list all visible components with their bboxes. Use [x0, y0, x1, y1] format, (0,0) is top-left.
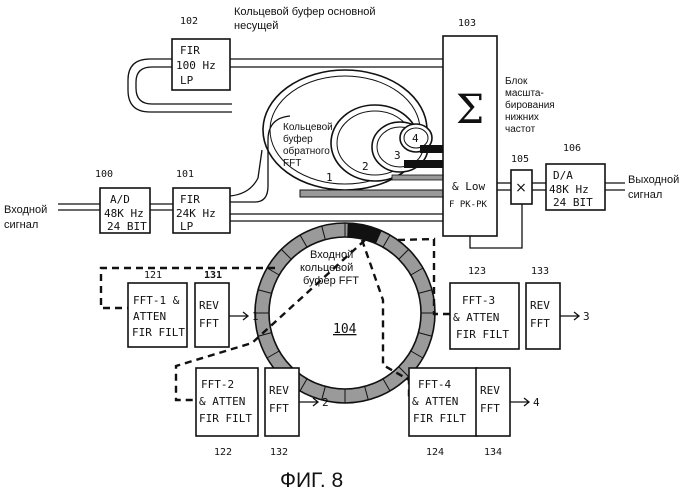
fir100-label-2: 100 Hz — [176, 59, 216, 72]
fft3-label-3: FIR FILT — [456, 328, 509, 341]
input-fft-buffer-label-3: буфер FFT — [303, 275, 359, 287]
fft4-label-1: FFT-4 — [418, 378, 451, 391]
rev1-ref: 131 — [204, 270, 222, 281]
input-signal-label-1: Входной — [4, 204, 47, 216]
main-carrier-buffer-label-1: Кольцевой буфер основной — [234, 6, 376, 18]
rev2-label-1: REV — [269, 384, 289, 397]
dac-label-1: D/A — [553, 169, 573, 182]
rev3-label-1: REV — [530, 299, 550, 312]
adc-label-1: A/D — [110, 193, 130, 206]
rev2-output: 2 — [322, 396, 329, 409]
scaling-block-label-1: Блок — [505, 76, 528, 87]
rev1-block — [195, 283, 229, 347]
fft2-label-2: & ATTEN — [199, 395, 245, 408]
fir100-ref: 102 — [180, 16, 198, 27]
rev3-ref: 133 — [531, 266, 549, 277]
fft1-label-3: FIR FILT — [132, 326, 185, 339]
fir100-label-3: LP — [180, 74, 194, 87]
rev4-label-2: FFT — [480, 402, 500, 415]
output-signal-label-1: Выходной — [628, 174, 679, 186]
inverse-fft-buffer-label-1: Кольцевой — [283, 122, 333, 133]
scaling-block-label-5: частот — [505, 124, 536, 135]
fir24k-label-3: LP — [180, 220, 194, 233]
rev4-ref: 134 — [484, 447, 502, 458]
multiplier-ref: 105 — [511, 154, 529, 165]
fir24k-label-2: 24K Hz — [176, 207, 216, 220]
input-signal-label-2: сигнал — [4, 219, 38, 231]
rev1-output: 1 — [252, 310, 259, 323]
rev3-block — [526, 283, 560, 349]
fir24k-label-1: FIR — [180, 193, 200, 206]
ring-3-output-bar — [404, 160, 443, 168]
rev3-label-2: FFT — [530, 317, 550, 330]
fft3-label-1: FFT-3 — [462, 294, 495, 307]
rev1-label-1: REV — [199, 299, 219, 312]
inverse-fft-buffer-label-4: FFT — [283, 158, 301, 169]
fft3-ref: 123 — [468, 266, 486, 277]
summer-label-2: F PK-PK — [449, 200, 488, 210]
ring-4-output-bar — [420, 145, 443, 153]
fft4-label-2: & ATTEN — [412, 395, 458, 408]
fir24k-ref: 101 — [176, 169, 194, 180]
fft1-label-2: ATTEN — [133, 310, 166, 323]
summer-label-1: & Low — [452, 180, 485, 193]
scaling-block-label-4: нижних — [505, 112, 539, 123]
adc-label-3: 24 BIT — [107, 220, 147, 233]
ring-1-number: 1 — [326, 171, 333, 184]
fft2-label-1: FFT-2 — [201, 378, 234, 391]
dac-label-3: 24 BIT — [553, 196, 593, 209]
tap-line-fft1 — [101, 268, 275, 308]
rev4-output: 4 — [533, 396, 540, 409]
summer-symbol: Σ — [456, 87, 484, 133]
main-ring-ref: 104 — [333, 322, 357, 337]
main-carrier-buffer-label-2: несущей — [234, 20, 278, 32]
rev2-label-2: FFT — [269, 402, 289, 415]
fft4-ref: 124 — [426, 447, 444, 458]
rev1-label-2: FFT — [199, 317, 219, 330]
ring-2-number: 2 — [362, 160, 369, 173]
fft3-label-2: & ATTEN — [453, 311, 499, 324]
output-signal-label-2: сигнал — [628, 189, 662, 201]
rev2-ref: 132 — [270, 447, 288, 458]
inverse-fft-buffer-label-2: буфер — [283, 133, 313, 145]
fir100-label-1: FIR — [180, 44, 200, 57]
multiplier-symbol: × — [515, 180, 527, 196]
adc-label-2: 48K Hz — [104, 207, 144, 220]
dac-ref: 106 — [563, 143, 581, 154]
input-fft-buffer-label-1: Входной — [310, 249, 353, 261]
fft2-label-3: FIR FILT — [199, 412, 252, 425]
fft2-ref: 122 — [214, 447, 232, 458]
rev3-output: 3 — [583, 310, 590, 323]
ring-4-number: 4 — [412, 132, 419, 145]
rev4-label-1: REV — [480, 384, 500, 397]
ring-3-number: 3 — [394, 149, 401, 162]
summer-ref: 103 — [458, 18, 476, 29]
fft4-label-3: FIR FILT — [413, 412, 466, 425]
fft1-ref: 121 — [144, 270, 162, 281]
input-fft-buffer-label-2: кольцевой — [300, 262, 353, 274]
figure-caption: ФИГ. 8 — [280, 469, 343, 492]
adc-ref: 100 — [95, 169, 113, 180]
inverse-fft-buffer-label-3: обратного — [283, 145, 330, 157]
fft1-label-1: FFT-1 & — [133, 294, 180, 307]
tap-line-fft4 — [362, 240, 409, 400]
ring-2-output-bar — [392, 175, 443, 180]
scaling-block-label-2: масшта- — [505, 88, 544, 99]
scaling-block-label-3: бирования — [505, 99, 555, 111]
dac-label-2: 48K Hz — [549, 183, 589, 196]
ring-output-band — [300, 190, 443, 197]
